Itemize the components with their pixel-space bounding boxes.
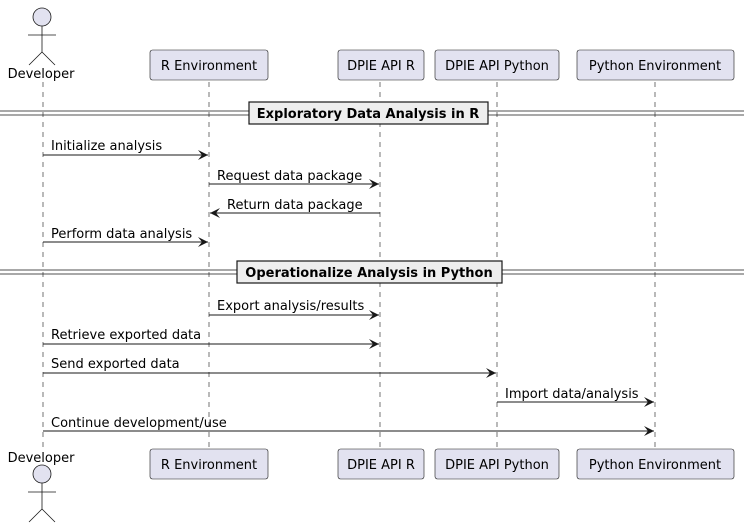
participant-r-environment-bottom-label: R Environment	[161, 458, 257, 473]
participant-r-environment-top	[149, 49, 269, 81]
actor-developer-top-label: Developer	[8, 67, 76, 82]
participant-dpie-api-python-top-label: DPIE API Python	[445, 59, 549, 74]
actor-developer-bottom	[28, 464, 56, 523]
group-divider-label-1: Exploratory Data Analysis in R	[257, 107, 480, 122]
actor-developer-top	[28, 7, 56, 66]
participant-python-environment-top-label: Python Environment	[589, 59, 721, 74]
group-divider-label-2: Operationalize Analysis in Python	[245, 266, 492, 281]
participant-python-environment-bottom-label: Python Environment	[589, 458, 721, 473]
message-label-4: Perform data analysis	[51, 227, 192, 242]
message-label-5: Export analysis/results	[217, 299, 364, 314]
message-label-6: Retrieve exported data	[51, 328, 201, 343]
message-label-3: Return data package	[227, 198, 363, 213]
participant-dpie-api-r-bottom	[337, 448, 425, 480]
participant-dpie-api-r-bottom-label: DPIE API R	[347, 458, 415, 473]
actor-developer-bottom-label: Developer	[8, 451, 76, 466]
participant-dpie-api-python-bottom-label: DPIE API Python	[445, 458, 549, 473]
group-divider-box-2	[236, 260, 503, 284]
participant-r-environment-bottom	[149, 448, 269, 480]
participant-dpie-api-r-top-label: DPIE API R	[347, 59, 415, 74]
message-label-2: Request data package	[217, 169, 362, 184]
participant-python-environment-bottom	[576, 448, 735, 480]
participant-python-environment-top	[576, 49, 735, 81]
message-label-7: Send exported data	[51, 357, 180, 372]
participant-dpie-api-python-top	[434, 49, 560, 81]
message-label-1: Initialize analysis	[51, 139, 162, 154]
message-label-8: Import data/analysis	[505, 387, 639, 402]
participant-r-environment-top-label: R Environment	[161, 59, 257, 74]
participant-dpie-api-r-top	[337, 49, 425, 81]
message-label-9: Continue development/use	[51, 416, 227, 431]
participant-dpie-api-python-bottom	[434, 448, 560, 480]
group-divider-box-1	[248, 101, 489, 125]
